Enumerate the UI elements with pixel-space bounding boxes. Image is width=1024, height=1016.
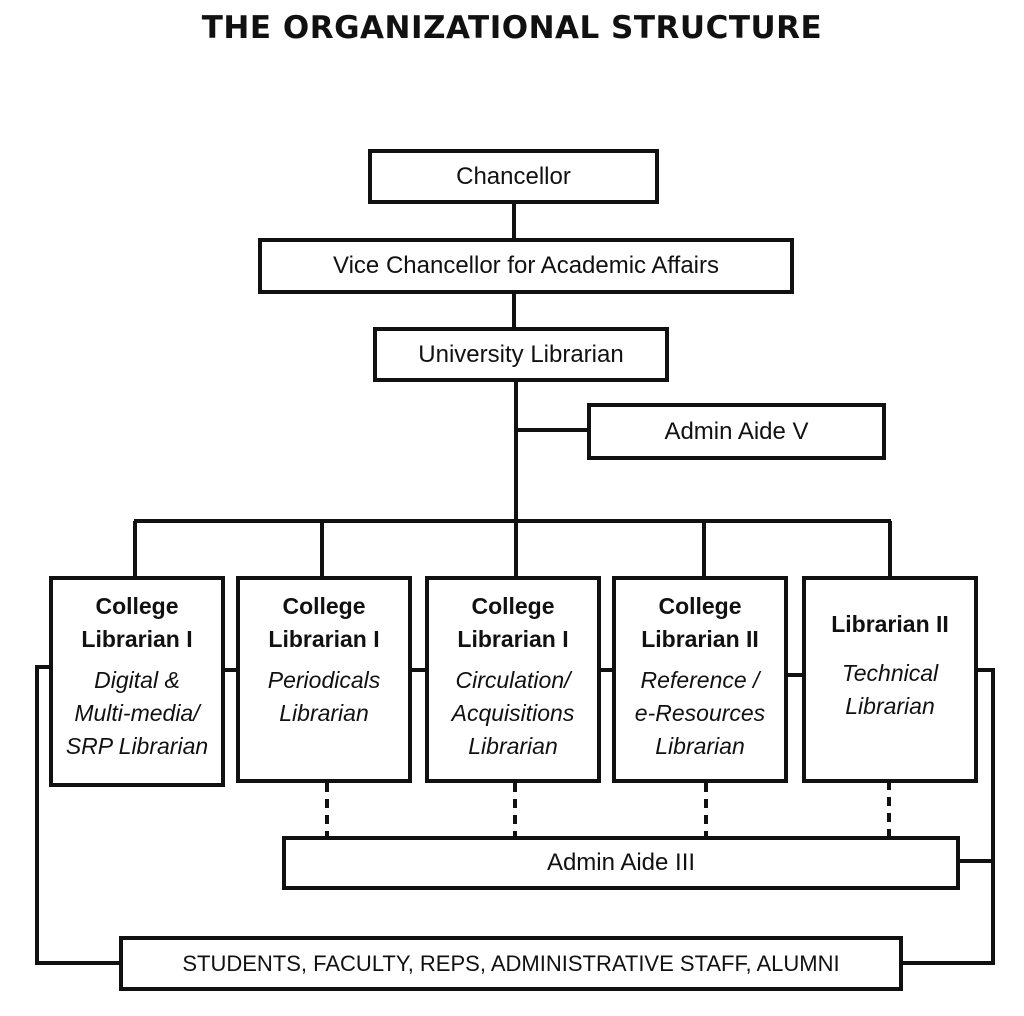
line-right-loop	[900, 668, 995, 965]
position-rank: Librarian I	[268, 626, 380, 652]
position-role: Circulation/	[455, 667, 571, 693]
university-librarian-box: University Librarian	[373, 327, 669, 382]
position-rank: Librarian II	[641, 626, 759, 652]
position-role: Librarian	[845, 693, 935, 719]
position-rank: College	[95, 593, 179, 619]
position-box-technical: Librarian II Technical Librarian	[802, 576, 978, 783]
line-left-loop	[35, 665, 122, 965]
position-role: Librarian	[279, 700, 369, 726]
position-rank: Librarian I	[457, 626, 569, 652]
position-role: Acquisitions	[451, 700, 575, 726]
position-box-digital-multimedia: College Librarian I Digital & Multi-medi…	[49, 576, 225, 787]
admin-aide-iii-box: Admin Aide III	[282, 836, 960, 890]
chancellor-box: Chancellor	[368, 149, 659, 204]
stakeholders-label: STUDENTS, FACULTY, REPS, ADMINISTRATIVE …	[182, 950, 840, 976]
position-role: e-Resources	[634, 700, 766, 726]
position-role: Librarian	[468, 733, 558, 759]
admin-aide-v-label: Admin Aide V	[664, 417, 809, 445]
position-rank: College	[471, 593, 555, 619]
chancellor-label: Chancellor	[456, 162, 571, 190]
position-rank: Librarian I	[81, 626, 193, 652]
position-role: Technical	[841, 660, 939, 686]
position-box-circulation: College Librarian I Circulation/ Acquisi…	[425, 576, 601, 783]
vice-chancellor-label: Vice Chancellor for Academic Affairs	[333, 252, 719, 279]
position-role: Multi-media/	[74, 700, 200, 726]
position-role: Digital &	[94, 667, 180, 693]
position-rank: College	[658, 593, 742, 619]
position-role: SRP Librarian	[65, 733, 209, 759]
vice-chancellor-box: Vice Chancellor for Academic Affairs	[258, 238, 794, 294]
admin-aide-v-box: Admin Aide V	[587, 403, 886, 460]
position-rank: Librarian II	[831, 611, 949, 637]
position-box-reference: College Librarian II Reference / e-Resou…	[612, 576, 788, 783]
stakeholders-box: STUDENTS, FACULTY, REPS, ADMINISTRATIVE …	[119, 936, 903, 991]
position-role: Reference /	[640, 667, 760, 693]
position-role: Periodicals	[267, 667, 381, 693]
admin-aide-iii-label: Admin Aide III	[546, 849, 696, 876]
position-box-periodicals: College Librarian I Periodicals Libraria…	[236, 576, 412, 783]
university-librarian-label: University Librarian	[418, 340, 624, 368]
diagram-title: THE ORGANIZATIONAL STRUCTURE	[201, 10, 823, 46]
position-role: Librarian	[655, 733, 745, 759]
position-rank: College	[282, 593, 366, 619]
